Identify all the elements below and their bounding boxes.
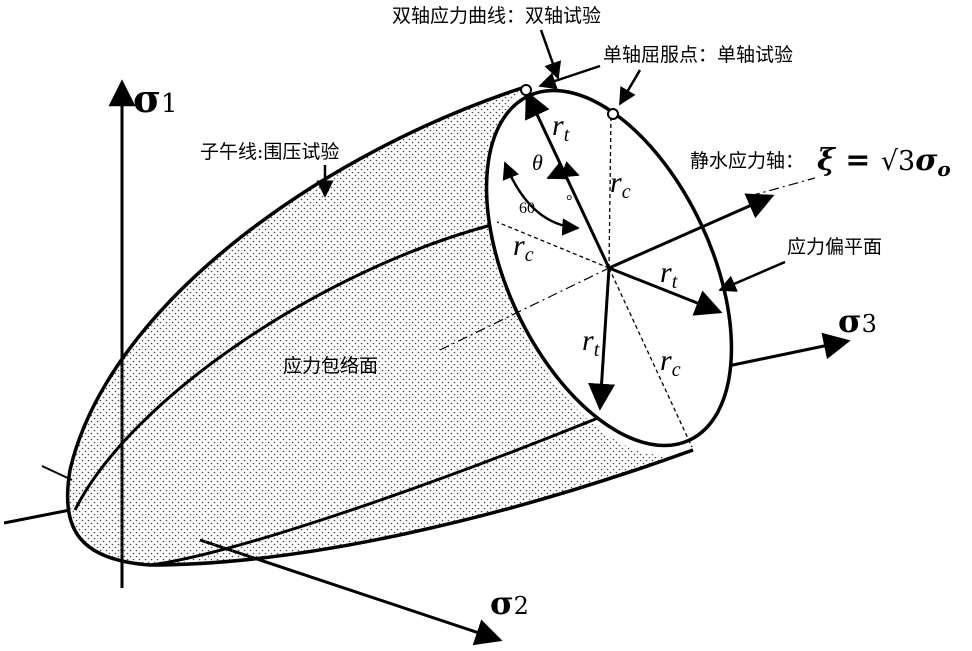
rc-dashed-top <box>608 113 612 269</box>
hydrostatic-axis-arrow <box>608 193 775 270</box>
meridian-lower <box>149 416 599 567</box>
angle-60-arc <box>502 161 580 236</box>
uniaxial-yield-label: 单轴屈服点：单轴试验 <box>603 44 793 66</box>
rc-label-left: rc <box>513 229 534 266</box>
rt-arrow-bottom <box>588 267 616 411</box>
meridian-label: 子午线:围压试验 <box>200 141 339 163</box>
uniaxial-yield-point <box>607 108 619 120</box>
rc-label-bottom: rc <box>660 344 681 381</box>
rt-label-top: rt <box>552 109 570 146</box>
deviatoric-plane-label: 应力偏平面 <box>787 236 882 258</box>
rt-label-right: rt <box>660 256 678 293</box>
biaxial-callout-line-2 <box>538 64 601 90</box>
uniaxial-callout-line <box>618 69 642 106</box>
meridian-upper <box>73 222 496 511</box>
envelope-label: 应力包络面 <box>283 355 378 377</box>
rt-label-bottom: rt <box>582 324 600 361</box>
degree-label: ° <box>566 193 572 210</box>
sigma3-label: σ3 <box>838 302 877 340</box>
hydrostatic-axis-beyond <box>749 177 816 197</box>
sigma3-axis <box>727 332 851 368</box>
biaxial-callout-line <box>539 29 561 80</box>
envelope-bottom-edge <box>65 448 694 567</box>
stress-envelope-surface <box>67 87 694 565</box>
envelope-top-edge <box>68 85 526 471</box>
left-axis-stub <box>3 508 71 525</box>
biaxial-curve-label: 双轴应力曲线：双轴试验 <box>392 5 601 27</box>
rc-label-top: rc <box>610 166 631 203</box>
rc-dashed-bottom <box>608 267 693 448</box>
angle-60-label: 60 <box>519 200 535 217</box>
theta-label: θ <box>532 150 543 175</box>
origin-tick <box>41 465 73 481</box>
hydrostatic-formula: ξ = √3σo <box>817 143 951 181</box>
biaxial-point <box>520 84 532 96</box>
sigma1-label: σ1 <box>133 76 178 121</box>
rt-arrow-right <box>608 266 723 316</box>
deviatoric-callout-line <box>718 260 786 292</box>
sigma2-label: σ2 <box>490 584 529 622</box>
hydrostatic-axis-label: 静水应力轴： <box>690 150 804 172</box>
